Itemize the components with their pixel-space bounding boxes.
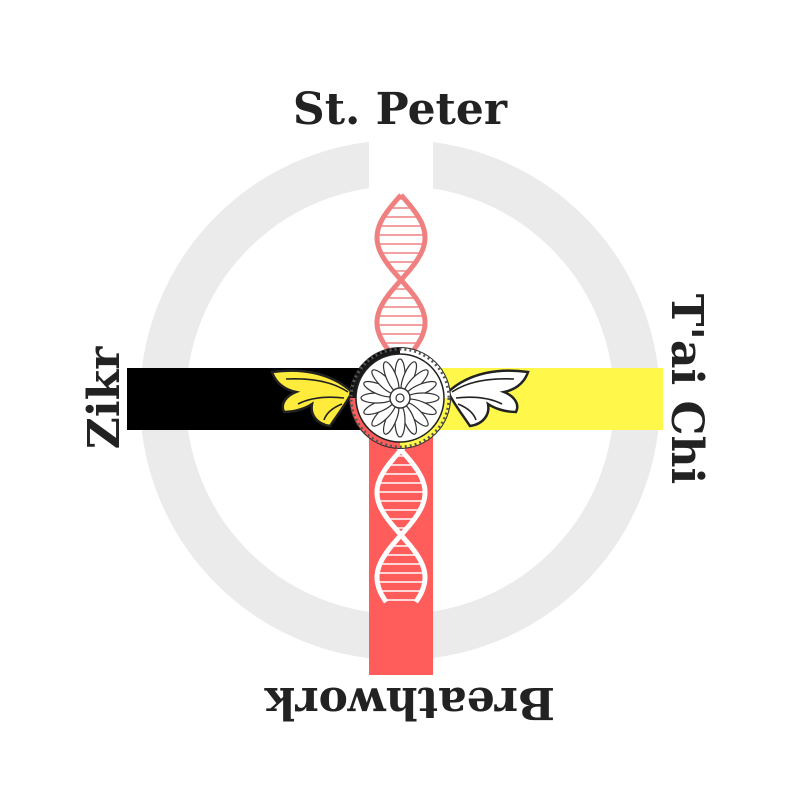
label-bottom: Breathwork [263,677,555,728]
label-right: T'ai Chi [661,294,712,484]
label-left: Zikr [79,346,130,449]
arm-bottom [369,430,433,675]
medicine-wheel-flower-icon [349,347,451,449]
right-wing-icon [446,369,530,428]
left-wing-icon [270,369,354,428]
label-top: St. Peter [293,84,508,135]
